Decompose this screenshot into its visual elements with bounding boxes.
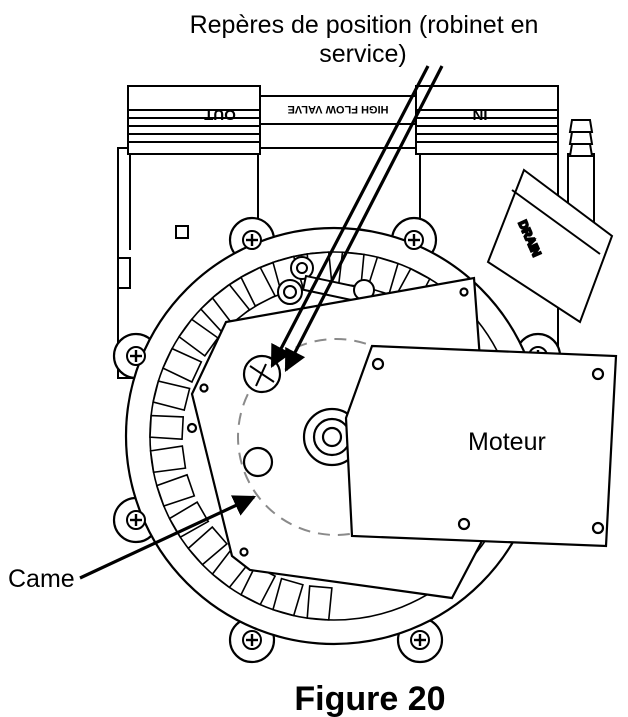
housing-rib [149, 445, 187, 474]
housing-rib [168, 501, 210, 539]
screw [242, 230, 262, 250]
high-flow-marking: HIGH FLOW VALVE [287, 103, 388, 115]
valve-markings: OUT HIGH FLOW VALVE IN [204, 103, 487, 123]
screw [404, 230, 424, 250]
position-marks-label-line2: service) [319, 40, 407, 68]
figure-caption: Figure 20 [294, 680, 445, 717]
screw [126, 346, 146, 366]
housing-rib [366, 256, 400, 296]
housing-rib [149, 414, 185, 441]
inlet-marking: IN [473, 106, 488, 123]
housing-rib [272, 577, 304, 617]
callout-cam: Came [8, 495, 257, 593]
cam-knob [242, 446, 274, 478]
screw [126, 510, 146, 530]
upper-fittings [277, 256, 375, 305]
motor-label: Moteur [468, 428, 546, 456]
position-marks-label-line1: Repères de position (robinet en [190, 11, 539, 39]
position-marks-arrow-2 [284, 65, 444, 372]
housing-rib [306, 585, 333, 621]
outlet-marking: OUT [204, 106, 236, 123]
body-square [175, 225, 189, 239]
housing-rib [177, 318, 220, 358]
housing-rib [211, 283, 251, 325]
cam-label: Came [8, 565, 75, 593]
callout-position-marks: Repères de position (robinet en service) [190, 11, 539, 372]
housing-rib [155, 473, 196, 508]
screw [242, 630, 262, 650]
housing-rib [239, 266, 277, 308]
motor [344, 344, 618, 548]
drain-housing: DRAIN [486, 168, 614, 324]
outlet-port [127, 85, 261, 155]
housing-rib [187, 525, 229, 566]
housing-rib [152, 380, 191, 412]
position-marks-arrow-1 [270, 65, 430, 368]
screw [410, 630, 430, 650]
housing-rib [161, 347, 203, 384]
cam-arrow [79, 495, 257, 580]
